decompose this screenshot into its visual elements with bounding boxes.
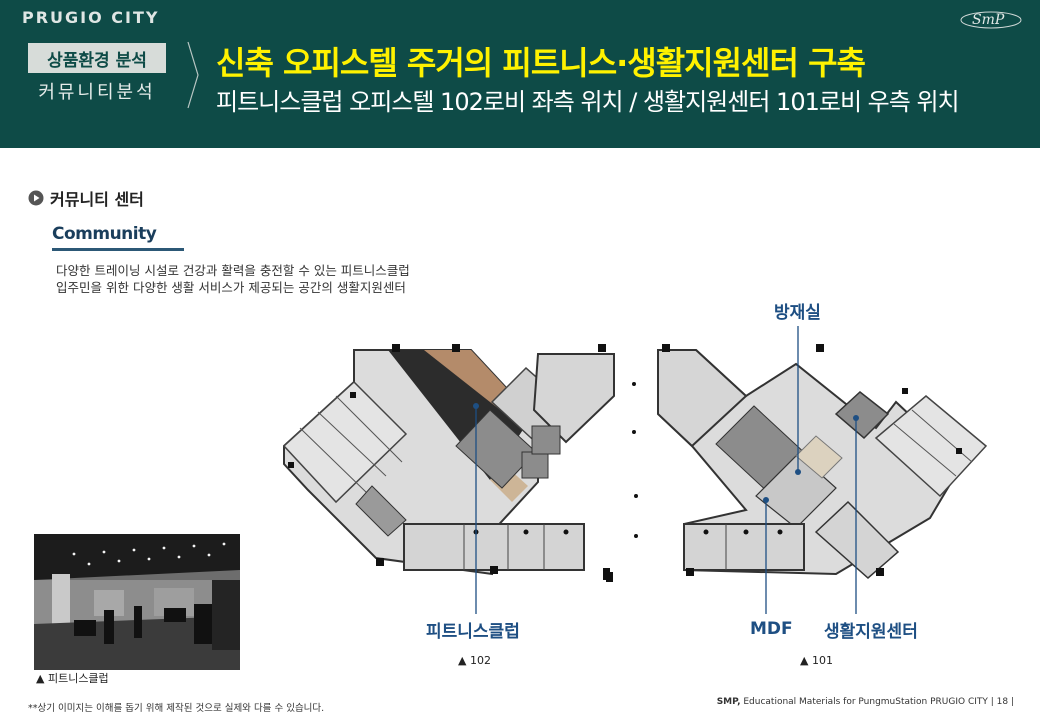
- section-title: 커뮤니티 센터: [50, 190, 144, 209]
- community-floor-plan: [282, 326, 988, 614]
- lobby-102-label: ▲ 102: [458, 654, 491, 667]
- page-number: | 18 |: [987, 697, 1014, 707]
- label-support-center: 생활지원센터: [824, 622, 918, 642]
- category-subtitle: 커뮤니티분석: [38, 82, 156, 103]
- left-wing-plan: [282, 344, 615, 580]
- fitness-club-photo: [34, 534, 240, 670]
- play-bullet-icon: [28, 190, 44, 206]
- photo-caption: ▲ 피트니스클럽: [36, 672, 109, 685]
- mdf-marker: [763, 497, 769, 503]
- brand-name: PRUGIO CITY: [22, 8, 160, 27]
- label-fitness-club: 피트니스클럽: [426, 622, 520, 642]
- header-banner: PRUGIO CITY SmP 상품환경 분석 커뮤니티분석 신축 오피스텔 주…: [0, 0, 1040, 148]
- page-subtitle: 피트니스클럽 오피스텔 102로비 좌측 위치 / 생활지원센터 101로비 우…: [216, 88, 960, 116]
- lobby-101-label: ▲ 101: [800, 654, 833, 667]
- chevron-divider-icon: [187, 41, 199, 109]
- footer-brand: SMP,: [716, 697, 741, 707]
- footer-text: Educational Materials for PungmuStation …: [740, 697, 988, 707]
- label-disaster-room: 방재실: [774, 303, 821, 323]
- category-badge: 상품환경 분석: [28, 43, 166, 73]
- label-mdf: MDF: [750, 619, 793, 639]
- description-line: 입주민을 위한 다양한 생활 서비스가 제공되는 공간의 생활지원센터: [56, 280, 406, 295]
- support-center-marker: [853, 415, 859, 421]
- community-underline: [52, 248, 184, 251]
- smp-logo: SmP: [960, 11, 1022, 29]
- logo-text: SmP: [972, 12, 1005, 28]
- description-line: 다양한 트레이닝 시설로 건강과 활력을 충전할 수 있는 피트니스클럽: [56, 263, 410, 278]
- right-wing-plan: [632, 344, 988, 579]
- page-title: 신축 오피스텔 주거의 피트니스·생활지원센터 구축: [216, 44, 866, 82]
- community-label: Community: [52, 224, 157, 244]
- section-heading: 커뮤니티 센터: [28, 186, 144, 210]
- disaster-room-marker: [795, 469, 801, 475]
- footer-source: SMP, Educational Materials for PungmuSta…: [717, 697, 1014, 707]
- fitness-marker: [473, 403, 479, 409]
- disclaimer-footnote: **상기 이미지는 이해를 돕기 위해 제작된 것으로 실제와 다를 수 있습니…: [28, 703, 325, 714]
- callout-lines: [475, 326, 857, 614]
- community-description: 다양한 트레이닝 시설로 건강과 활력을 충전할 수 있는 피트니스클럽 입주민…: [56, 262, 410, 296]
